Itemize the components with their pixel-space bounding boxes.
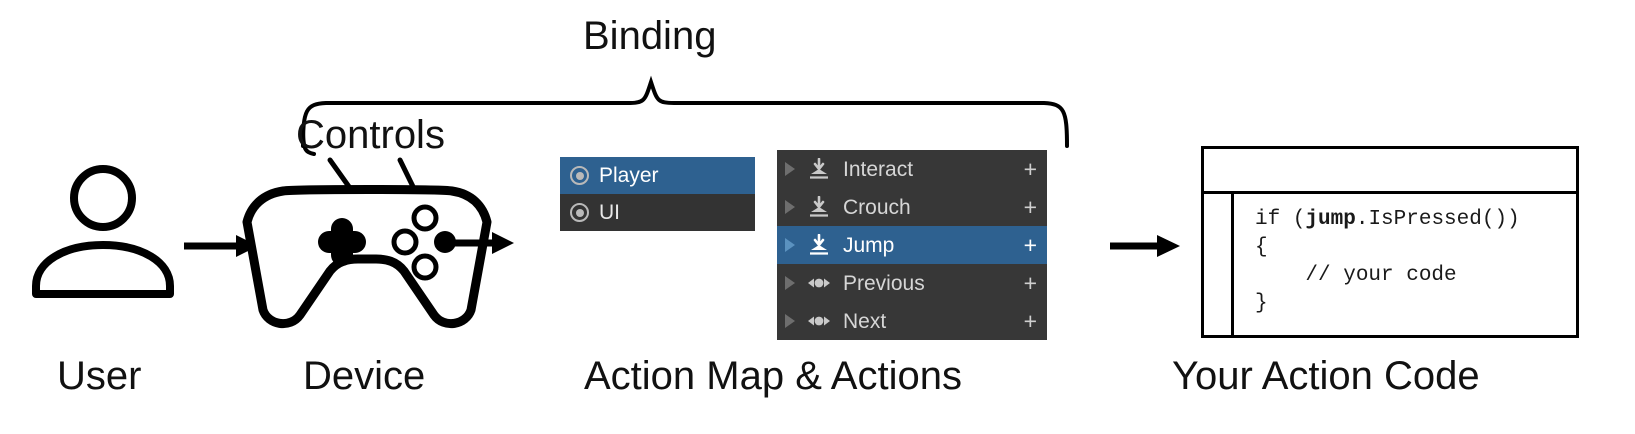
button-action-icon	[810, 196, 828, 217]
action-row-jump[interactable]: Jump +	[777, 226, 1047, 264]
code-line: if (jump.IsPressed())	[1255, 208, 1520, 231]
action-map-label: UI	[599, 201, 620, 224]
caption-action-map: Action Map & Actions	[584, 354, 962, 398]
axis-action-icon	[808, 278, 830, 288]
action-map-panel: Player UI	[560, 157, 755, 231]
actions-panel: Interact + Crouch + Jump +	[777, 150, 1047, 340]
code-line: // your code	[1255, 264, 1457, 287]
action-label: Next	[843, 309, 887, 333]
action-row-previous[interactable]: Previous +	[777, 264, 1047, 302]
controls-label: Controls	[296, 113, 445, 157]
gamepad-icon	[242, 185, 492, 329]
radio-icon	[570, 203, 589, 222]
arrow-right-icon-1	[184, 235, 258, 257]
action-row-crouch[interactable]: Crouch +	[777, 188, 1047, 226]
binding-label: Binding	[583, 14, 717, 58]
code-line: }	[1255, 292, 1268, 315]
action-label: Crouch	[843, 195, 911, 219]
action-row-next[interactable]: Next +	[777, 302, 1047, 340]
radio-icon	[570, 166, 589, 185]
action-map-row-player[interactable]: Player	[560, 157, 755, 194]
controls-arrows	[327, 157, 427, 214]
code-window-gutter	[1204, 194, 1234, 335]
code-window: if (jump.IsPressed()) { // your code}	[1201, 146, 1579, 338]
arrow-right-icon-3	[1110, 235, 1180, 257]
caption-device: Device	[303, 354, 426, 398]
chevron-right-icon[interactable]	[785, 200, 795, 214]
add-binding-button[interactable]: +	[1023, 231, 1037, 258]
chevron-right-icon[interactable]	[785, 162, 795, 176]
code-line: {	[1255, 236, 1268, 259]
dpad-icon	[318, 218, 366, 266]
add-binding-button[interactable]: +	[1023, 155, 1037, 182]
code-editor-text[interactable]: if (jump.IsPressed()) { // your code}	[1237, 194, 1576, 335]
action-map-row-ui[interactable]: UI	[560, 194, 755, 231]
caption-user: User	[57, 354, 142, 398]
button-action-icon	[810, 234, 828, 255]
face-buttons-icon	[391, 204, 456, 281]
axis-action-icon	[808, 316, 830, 326]
arrow-right-icon-2	[445, 232, 514, 254]
add-binding-button[interactable]: +	[1023, 307, 1037, 334]
button-action-icon	[810, 158, 828, 179]
action-label: Previous	[843, 271, 925, 295]
chevron-right-icon[interactable]	[785, 238, 795, 252]
action-label: Jump	[843, 233, 895, 257]
action-row-interact[interactable]: Interact +	[777, 150, 1047, 188]
code-window-titlebar	[1204, 149, 1576, 194]
caption-your-action-code: Your Action Code	[1172, 354, 1480, 398]
chevron-right-icon[interactable]	[785, 276, 795, 290]
user-avatar-icon	[32, 165, 174, 298]
chevron-right-icon[interactable]	[785, 314, 795, 328]
add-binding-button[interactable]: +	[1023, 193, 1037, 220]
action-map-label: Player	[599, 164, 659, 187]
add-binding-button[interactable]: +	[1023, 269, 1037, 296]
action-label: Interact	[843, 157, 914, 181]
